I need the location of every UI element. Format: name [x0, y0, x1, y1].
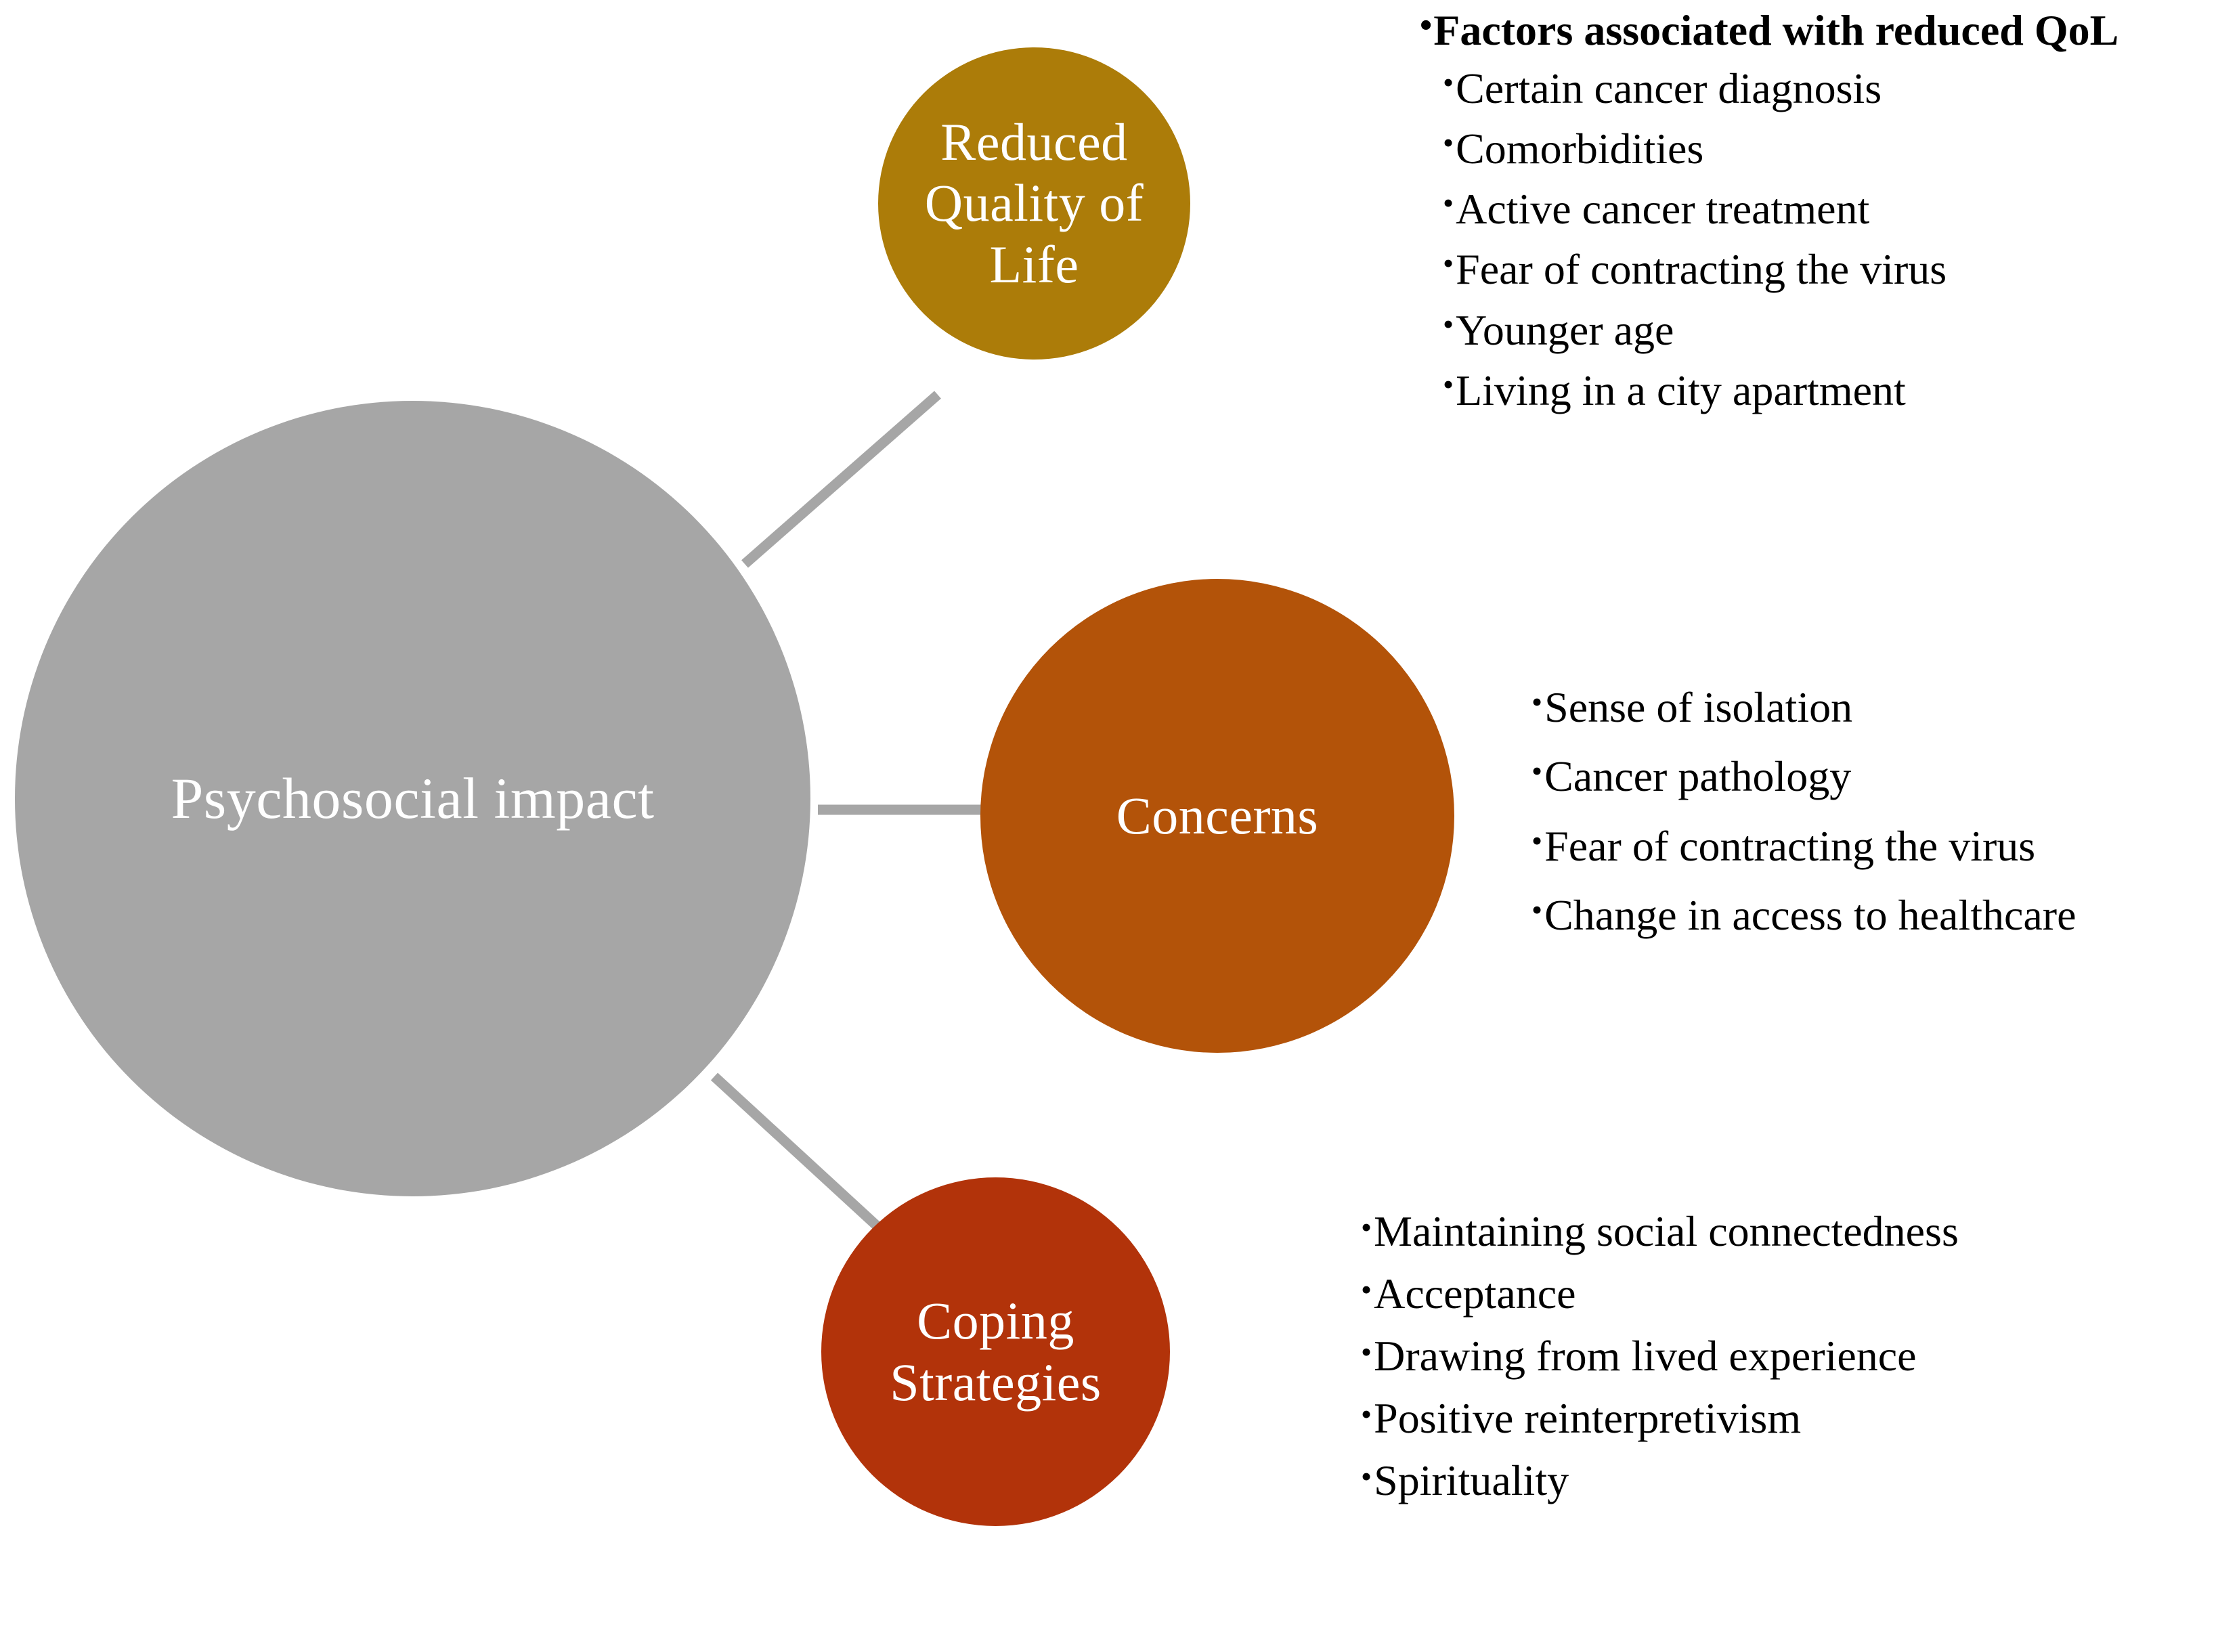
- node-concerns[interactable]: Concerns: [980, 579, 1454, 1053]
- bullet-dot-icon: •: [1361, 1459, 1372, 1494]
- list-concerns: •Sense of isolation•Cancer pathology•Fea…: [1531, 678, 2239, 956]
- list-item-label: Maintaining social connectedness: [1374, 1207, 1959, 1255]
- bullet-dot-icon: •: [1420, 6, 1433, 45]
- list-item: •Spirituality: [1361, 1454, 2160, 1507]
- list-item: •Younger age: [1420, 302, 2225, 358]
- list-item: •Living in a city apartment: [1420, 362, 2225, 418]
- bullet-dot-icon: •: [1361, 1334, 1372, 1370]
- list-item: •Fear of contracting the virus: [1420, 241, 2225, 297]
- list-coping-strategies: •Maintaining social connectedness•Accept…: [1361, 1205, 2160, 1517]
- list-item-label: Fear of contracting the virus: [1456, 245, 1947, 294]
- list-item: •Factors associated with reduced QoL: [1420, 5, 2225, 56]
- bullet-dot-icon: •: [1443, 366, 1454, 401]
- bullet-dot-icon: •: [1361, 1397, 1372, 1432]
- node-psychosocial-impact-label: Psychosocial impact: [171, 765, 655, 831]
- node-reduced-quality-of-life-label: Reduced Quality of Life: [924, 112, 1144, 294]
- list-item-label: Change in access to healthcare: [1544, 891, 2077, 940]
- bullet-dot-icon: •: [1443, 186, 1454, 221]
- bullet-dot-icon: •: [1443, 125, 1454, 160]
- list-item-label: Active cancer treatment: [1456, 185, 1870, 234]
- list-item: •Certain cancer diagnosis: [1420, 60, 2225, 116]
- connector-core-to-coping: [710, 1072, 885, 1234]
- list-item-label: Comorbidities: [1456, 125, 1704, 173]
- list-item-label: Cancer pathology: [1544, 752, 1852, 801]
- list-item: •Change in access to healthcare: [1531, 886, 2239, 944]
- node-coping-strategies-label: Coping Strategies: [890, 1291, 1102, 1412]
- list-item: •Acceptance: [1361, 1267, 2160, 1320]
- connector-core-to-quality-of-life: [741, 391, 941, 568]
- list-item: •Sense of isolation: [1531, 678, 2239, 737]
- bullet-dot-icon: •: [1443, 306, 1454, 341]
- node-reduced-quality-of-life[interactable]: Reduced Quality of Life: [878, 47, 1190, 360]
- list-item-label: Acceptance: [1374, 1269, 1576, 1318]
- list-item-label: Sense of isolation: [1544, 683, 1853, 731]
- list-item-label: Positive reinterpretivism: [1374, 1394, 1802, 1443]
- list-item: •Cancer pathology: [1531, 747, 2239, 806]
- list-item: •Comorbidities: [1420, 121, 2225, 177]
- list-item: •Drawing from lived experience: [1361, 1330, 2160, 1383]
- node-concerns-label: Concerns: [1116, 785, 1319, 845]
- list-item-label: Living in a city apartment: [1456, 366, 1906, 414]
- bullet-dot-icon: •: [1531, 823, 1543, 858]
- list-item-label: Younger age: [1456, 305, 1674, 354]
- list-item-label: Drawing from lived experience: [1374, 1332, 1917, 1381]
- list-item-label: Fear of contracting the virus: [1544, 821, 2036, 870]
- bullet-dot-icon: •: [1443, 246, 1454, 281]
- list-item-label: Certain cancer diagnosis: [1456, 64, 1882, 112]
- list-item: •Active cancer treatment: [1420, 181, 2225, 237]
- bullet-dot-icon: •: [1443, 64, 1454, 100]
- node-psychosocial-impact[interactable]: Psychosocial impact: [15, 401, 810, 1196]
- list-item: •Positive reinterpretivism: [1361, 1392, 2160, 1445]
- bullet-dot-icon: •: [1531, 754, 1543, 789]
- node-coping-strategies[interactable]: Coping Strategies: [821, 1177, 1170, 1526]
- bullet-dot-icon: •: [1361, 1210, 1372, 1244]
- list-item-label: Factors associated with reduced QoL: [1433, 6, 2119, 54]
- bullet-dot-icon: •: [1531, 684, 1543, 719]
- list-quality-of-life-factors: •Factors associated with reduced QoL•Cer…: [1420, 5, 2225, 422]
- list-item-label: Spirituality: [1374, 1456, 1569, 1505]
- list-item: •Fear of contracting the virus: [1531, 817, 2239, 875]
- bullet-dot-icon: •: [1361, 1272, 1372, 1307]
- list-item: •Maintaining social connectedness: [1361, 1205, 2160, 1258]
- bullet-dot-icon: •: [1531, 892, 1543, 928]
